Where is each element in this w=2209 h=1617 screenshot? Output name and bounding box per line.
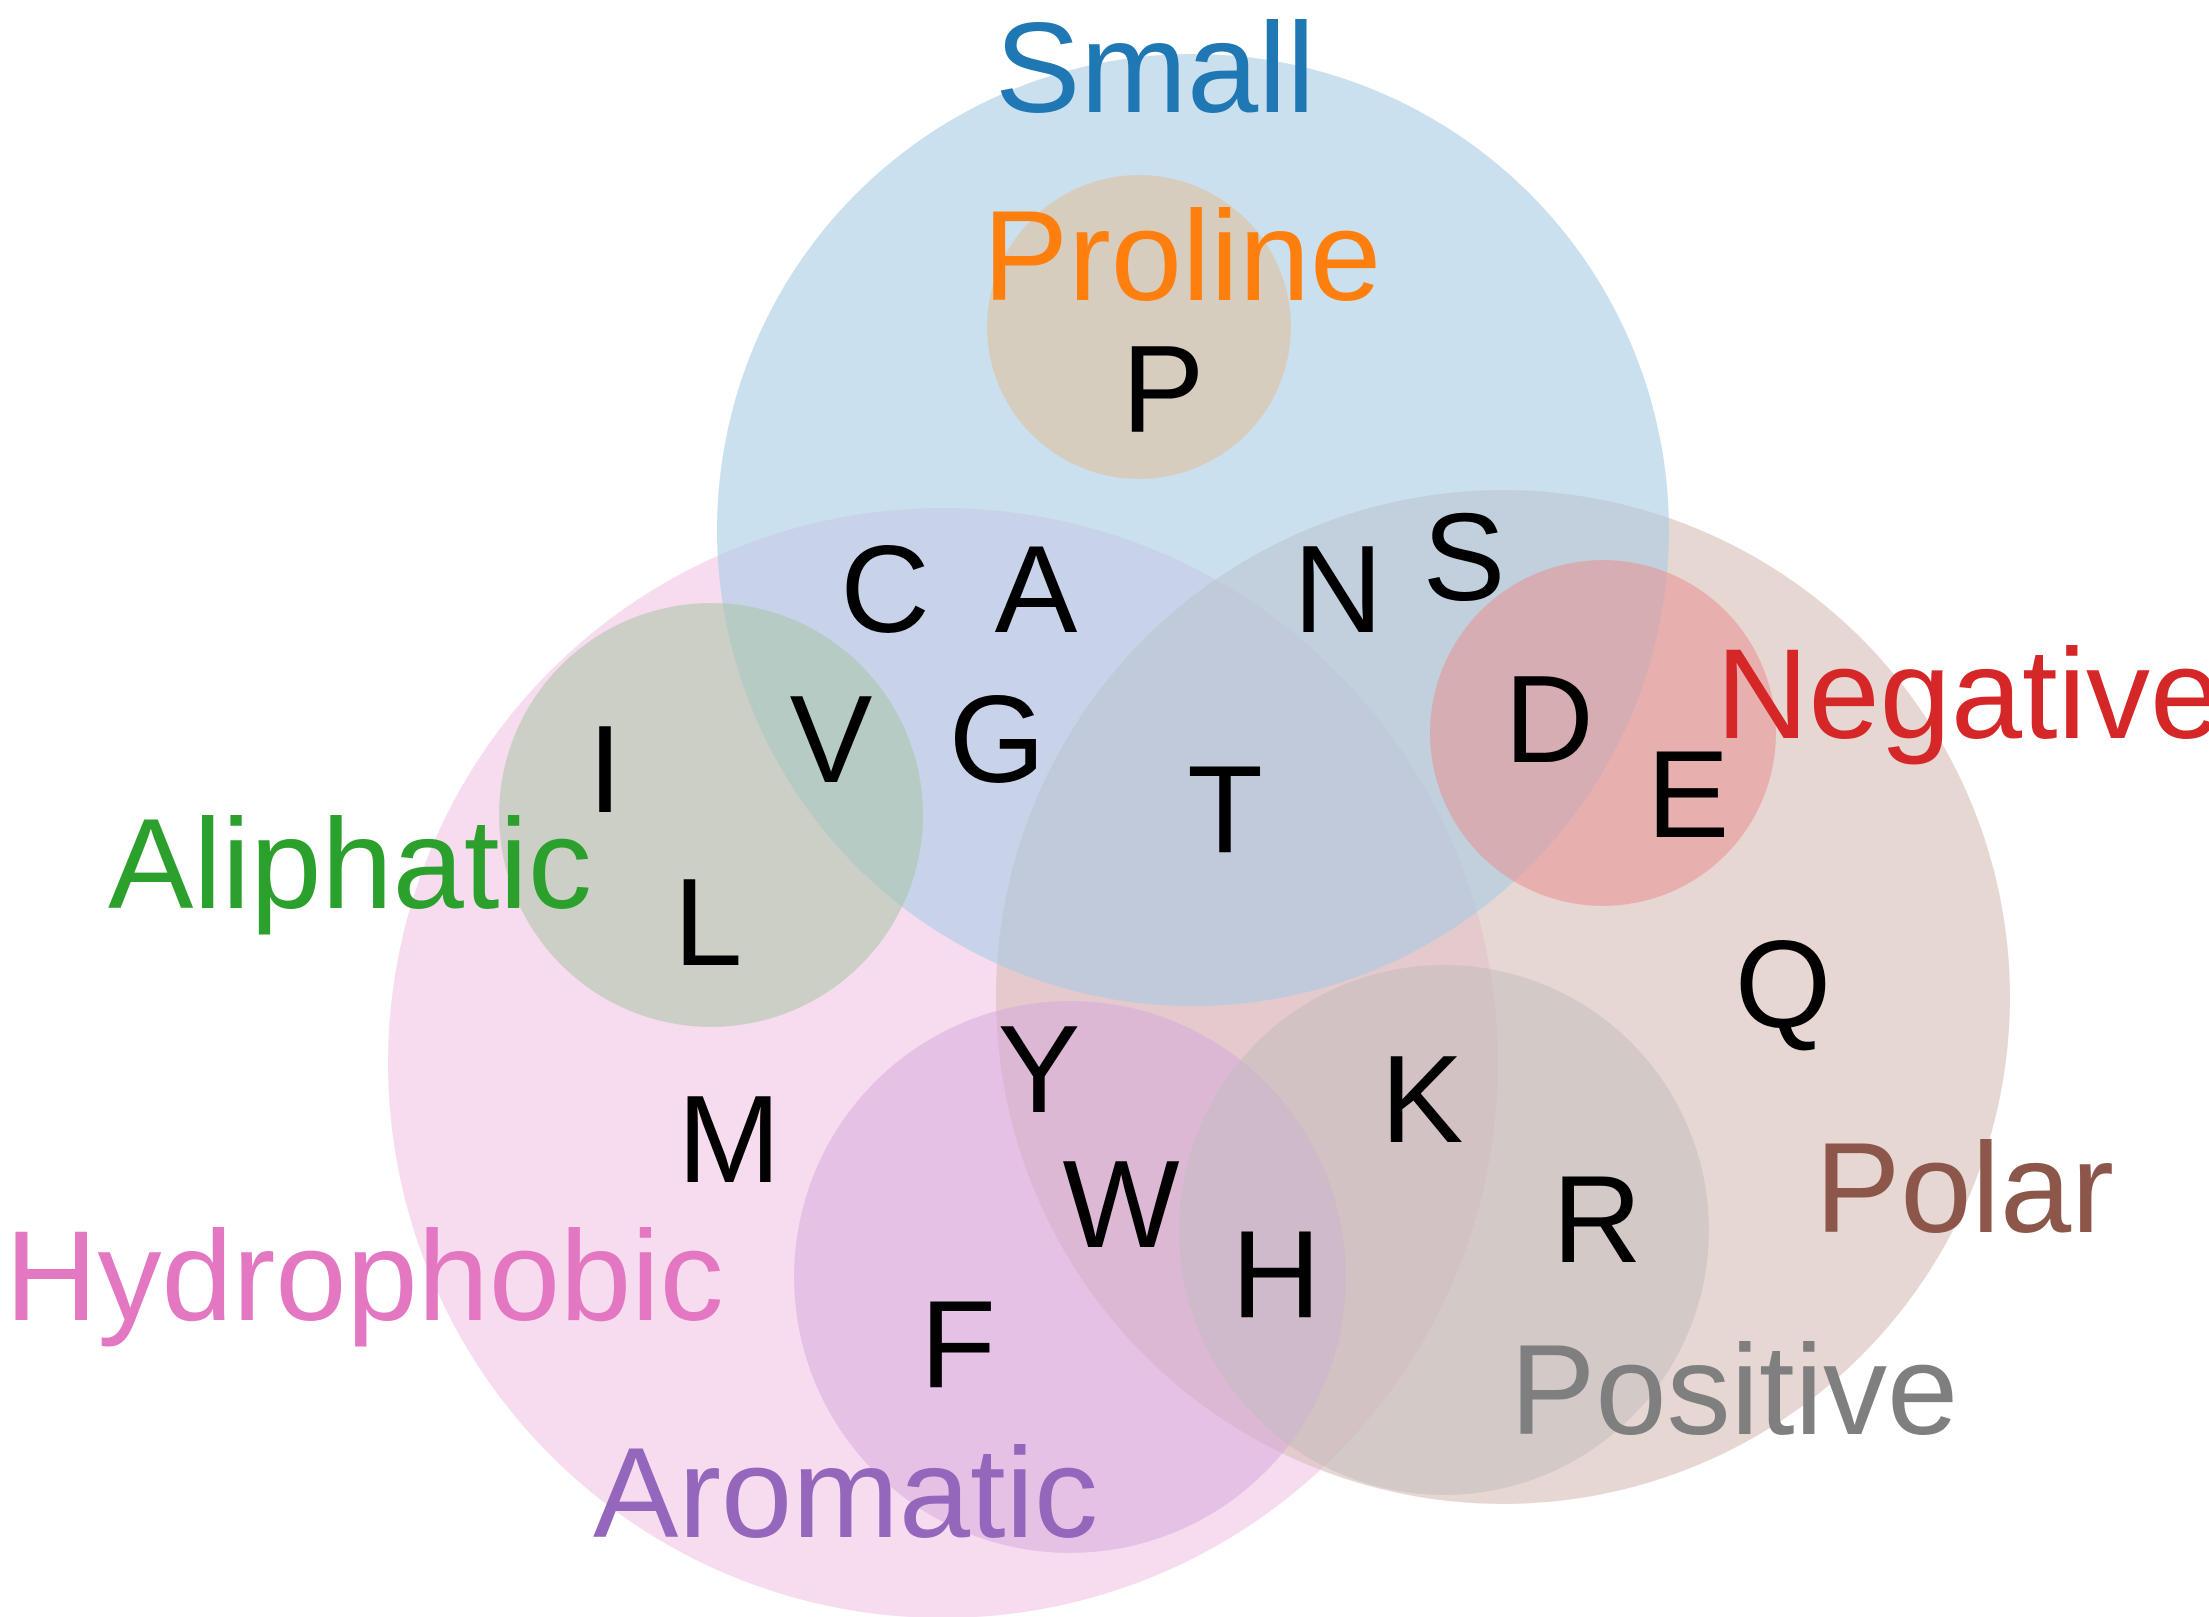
aromatic-label: Aromatic: [593, 1422, 1098, 1565]
amino-acid-W: W: [1062, 1136, 1179, 1274]
aliphatic-label: Aliphatic: [108, 793, 592, 936]
amino-acid-V: V: [790, 671, 873, 809]
amino-acid-H: H: [1231, 1206, 1321, 1344]
negative-label: Negative: [1716, 623, 2209, 766]
proline-label: Proline: [983, 185, 1381, 328]
amino-acid-N: N: [1293, 521, 1383, 659]
amino-acid-S: S: [1423, 489, 1506, 627]
positive-circle: [1179, 965, 1709, 1495]
amino-acid-E: E: [1647, 726, 1730, 864]
amino-acid-C: C: [840, 521, 930, 659]
hydrophobic-label: Hydrophobic: [5, 1205, 724, 1348]
amino-acid-A: A: [995, 521, 1078, 659]
negative-circle: [1430, 560, 1776, 906]
amino-acid-D: D: [1504, 651, 1594, 789]
polar-label: Polar: [1815, 1117, 2114, 1260]
amino-acid-Y: Y: [998, 1001, 1081, 1139]
small-label: Small: [995, 0, 1315, 140]
amino-acid-G: G: [949, 671, 1045, 809]
amino-acid-P: P: [1122, 321, 1205, 459]
amino-acid-L: L: [674, 854, 743, 992]
amino-acid-Q: Q: [1735, 916, 1831, 1054]
amino-acid-F: F: [920, 1276, 996, 1414]
small-circle: [717, 54, 1669, 1006]
amino-acid-R: R: [1552, 1151, 1642, 1289]
amino-acid-M: M: [677, 1071, 780, 1209]
amino-acid-K: K: [1381, 1031, 1464, 1169]
positive-label: Positive: [1510, 1319, 1958, 1462]
proline-circle: [987, 175, 1291, 479]
amino-acid-T: T: [1187, 741, 1263, 879]
amino-acid-I: I: [588, 701, 622, 839]
aliphatic-circle: [499, 603, 923, 1027]
